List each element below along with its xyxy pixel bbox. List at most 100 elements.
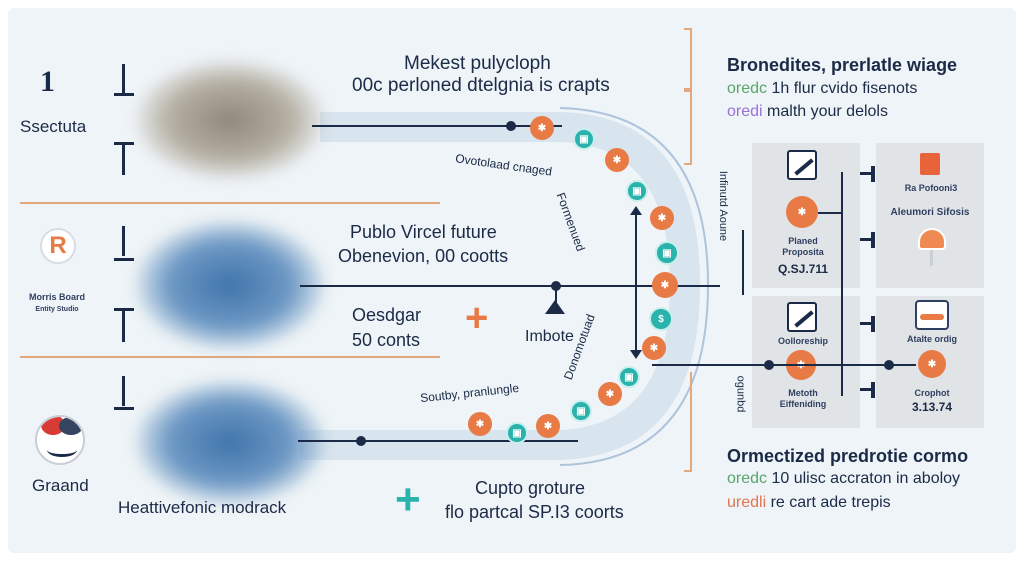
mid-node-label: Imbote [525, 328, 574, 345]
bottom-title-line2: flo partcal SP.I3 coorts [445, 502, 624, 522]
row2-particle-cloud [135, 220, 325, 350]
right-footer-line1: oredc 10 ulisc accraton in aboloy [727, 470, 960, 488]
t-connector-2-bar [871, 232, 875, 248]
card1-gear-icon: ✱ [786, 196, 818, 228]
t-connector-3-bar [871, 316, 875, 332]
vertical-label-rule [742, 230, 744, 295]
top-title-line2: 00c perloned dtelgnia is crapts [352, 75, 610, 96]
arc-node-gear-icon: ✱ [530, 116, 554, 140]
card3-connector [752, 364, 872, 366]
row3-node-dot [356, 436, 366, 446]
right-footer-line1-rest: 10 ulisc accraton in aboloy [771, 470, 961, 487]
card3-title: Oolloreship [777, 336, 828, 346]
row-separator-1 [20, 202, 440, 204]
arc-node-screen-icon: ▣ [573, 128, 595, 150]
mid-title-line1: Publo Vircel future [350, 222, 497, 242]
arc-node-screen-icon: ▣ [626, 180, 648, 202]
card1-title: Planed Proposita [782, 236, 824, 257]
document-pen-icon [787, 302, 817, 332]
arrow-down-icon [630, 350, 642, 359]
arc-node-gear-icon: ✱ [605, 148, 629, 172]
vertical-label-top: Infinutd Aoune [717, 170, 730, 242]
orange-app-icon [920, 153, 940, 175]
row2-bracket-bottom-bar [114, 308, 134, 311]
arc-node-gear-icon: ✱ [598, 382, 622, 406]
card4-title: Atalte ordig [906, 334, 957, 344]
right-header-line1-prefix: oredc [727, 80, 768, 97]
bracket-bottom [684, 372, 692, 472]
arc-node-screen-icon: ▣ [655, 241, 679, 265]
row1-particle-cloud [135, 60, 325, 180]
document-pen-icon [787, 150, 817, 180]
arc-node-screen-icon: ▣ [506, 422, 528, 444]
row2-node-stem [555, 286, 557, 310]
tripod-node-icon [545, 300, 565, 314]
arc-node-gear-icon: ✱ [652, 272, 678, 298]
arc-vertical-arrow [635, 212, 637, 352]
row3-particle-cloud [135, 380, 325, 505]
row1-bracket-top [122, 64, 125, 94]
t-connector-3 [860, 322, 874, 325]
t-connector-2 [860, 238, 874, 241]
row2-logo-sublabel: Entity Studio [35, 306, 79, 313]
trophy-bowl-icon [918, 228, 946, 250]
arc-node-gear-icon: ✱ [642, 336, 666, 360]
card4-connector [816, 364, 916, 366]
t-connector-1-bar [871, 166, 875, 182]
arc-node-gear-icon: ✱ [536, 414, 560, 438]
arrow-up-icon [630, 206, 642, 215]
card3-node-dot [764, 360, 774, 370]
bracket-top [684, 28, 692, 90]
t-connector-1 [860, 172, 874, 175]
arc-node-screen-icon: ▣ [618, 366, 640, 388]
card2-subtitle: Aleumori Sifosis [890, 207, 970, 218]
card4-gear-icon: ✱ [918, 350, 946, 378]
right-footer-title: Ormectized predrotie cormo [727, 446, 969, 466]
t-connector-4-bar [871, 382, 875, 398]
top-title-line1: Mekest pulycloph [404, 53, 551, 74]
mid-left-line2: 50 conts [352, 330, 421, 350]
right-footer-line2-rest: re cart ade trepis [770, 494, 891, 511]
row1-bracket-top-bar [114, 93, 134, 96]
row1-node-dot [506, 121, 516, 131]
right-footer-line2-prefix: uredli [727, 494, 767, 511]
right-footer-line1-prefix: oredc [727, 470, 768, 487]
arc-exit-connector [652, 364, 752, 366]
card1-value: Q.SJ.711 [777, 262, 829, 276]
arc-node-gear-icon: ✱ [468, 412, 492, 436]
trophy-stem-icon [930, 250, 933, 266]
right-footer-line2: uredli re cart ade trepis [727, 494, 891, 512]
bottom-title-line1: Cupto groture [475, 478, 586, 498]
basket-icon [915, 300, 949, 330]
row3-bracket-top [122, 376, 125, 406]
vertical-label-bottom: ogunbd [734, 375, 747, 413]
mid-left-line1: Oesdgar [352, 305, 422, 325]
right-header-line1: oredc 1h flur cvido fisenots [727, 80, 917, 98]
right-header-line1-rest: 1h flur cvido fisenots [771, 80, 918, 97]
orange-plus-icon: + [465, 296, 489, 340]
mid-title-line2: Obenevion, 00 cootts [338, 246, 509, 266]
card4-node-dot [884, 360, 894, 370]
card4-footer: Crophot [914, 388, 950, 398]
teal-plus-icon: + [395, 475, 421, 524]
card3-footer: Metoth Eiffeniding [779, 388, 827, 409]
row2-bracket-top-bar [114, 258, 134, 261]
row2-connector-line [300, 285, 720, 287]
cards-vertical-connector [841, 172, 843, 396]
row3-logo-label: Graand [32, 476, 89, 495]
arc-node-dollar-icon: $ [649, 307, 673, 331]
row2-bracket-bottom [122, 310, 125, 342]
r-badge-logo-icon: R [40, 228, 76, 264]
row2-bracket-top [122, 226, 125, 256]
row1-bracket-bottom [122, 143, 125, 175]
right-header-line2: oredi malth your delols [727, 103, 888, 121]
bracket-mid [684, 90, 692, 165]
row-separator-2 [20, 356, 440, 358]
row3-connector-line [298, 440, 578, 442]
row1-logo-label: Ssectuta [20, 117, 87, 136]
row2-logo-label: Morris Board [28, 292, 85, 302]
right-header-line2-prefix: oredi [727, 103, 763, 120]
number-one-logo-icon: 1 [40, 65, 55, 98]
t-connector-4 [860, 388, 874, 391]
row1-connector-line [312, 125, 562, 127]
